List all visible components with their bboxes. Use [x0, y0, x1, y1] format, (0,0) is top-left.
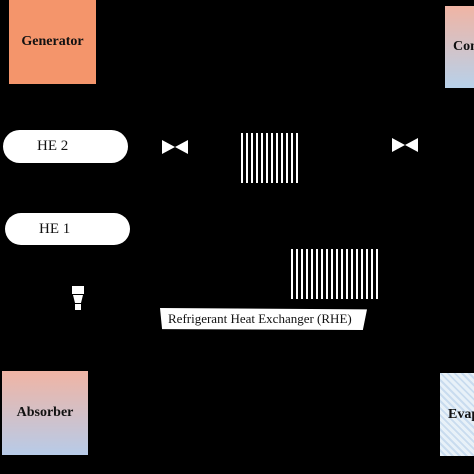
heat-exchanger-hatch — [241, 133, 299, 183]
generator-box: Generator — [9, 0, 96, 84]
he2-box: HE 2 — [3, 130, 128, 163]
expansion-valve-icon — [162, 140, 188, 154]
absorber-box: Absorber — [2, 371, 88, 455]
pump-icon — [72, 286, 84, 310]
he2-label: HE 2 — [37, 138, 69, 154]
he1-label: HE 1 — [39, 220, 71, 237]
he1-box: HE 1 — [5, 213, 130, 245]
rhe-label: Refrigerant Heat Exchanger (RHE) — [160, 308, 367, 330]
expansion-valve-icon — [392, 138, 418, 152]
rhe-hatch — [291, 249, 378, 299]
condenser-box: Condenser — [445, 6, 474, 88]
evaporator-box: Evaporator — [440, 373, 474, 456]
